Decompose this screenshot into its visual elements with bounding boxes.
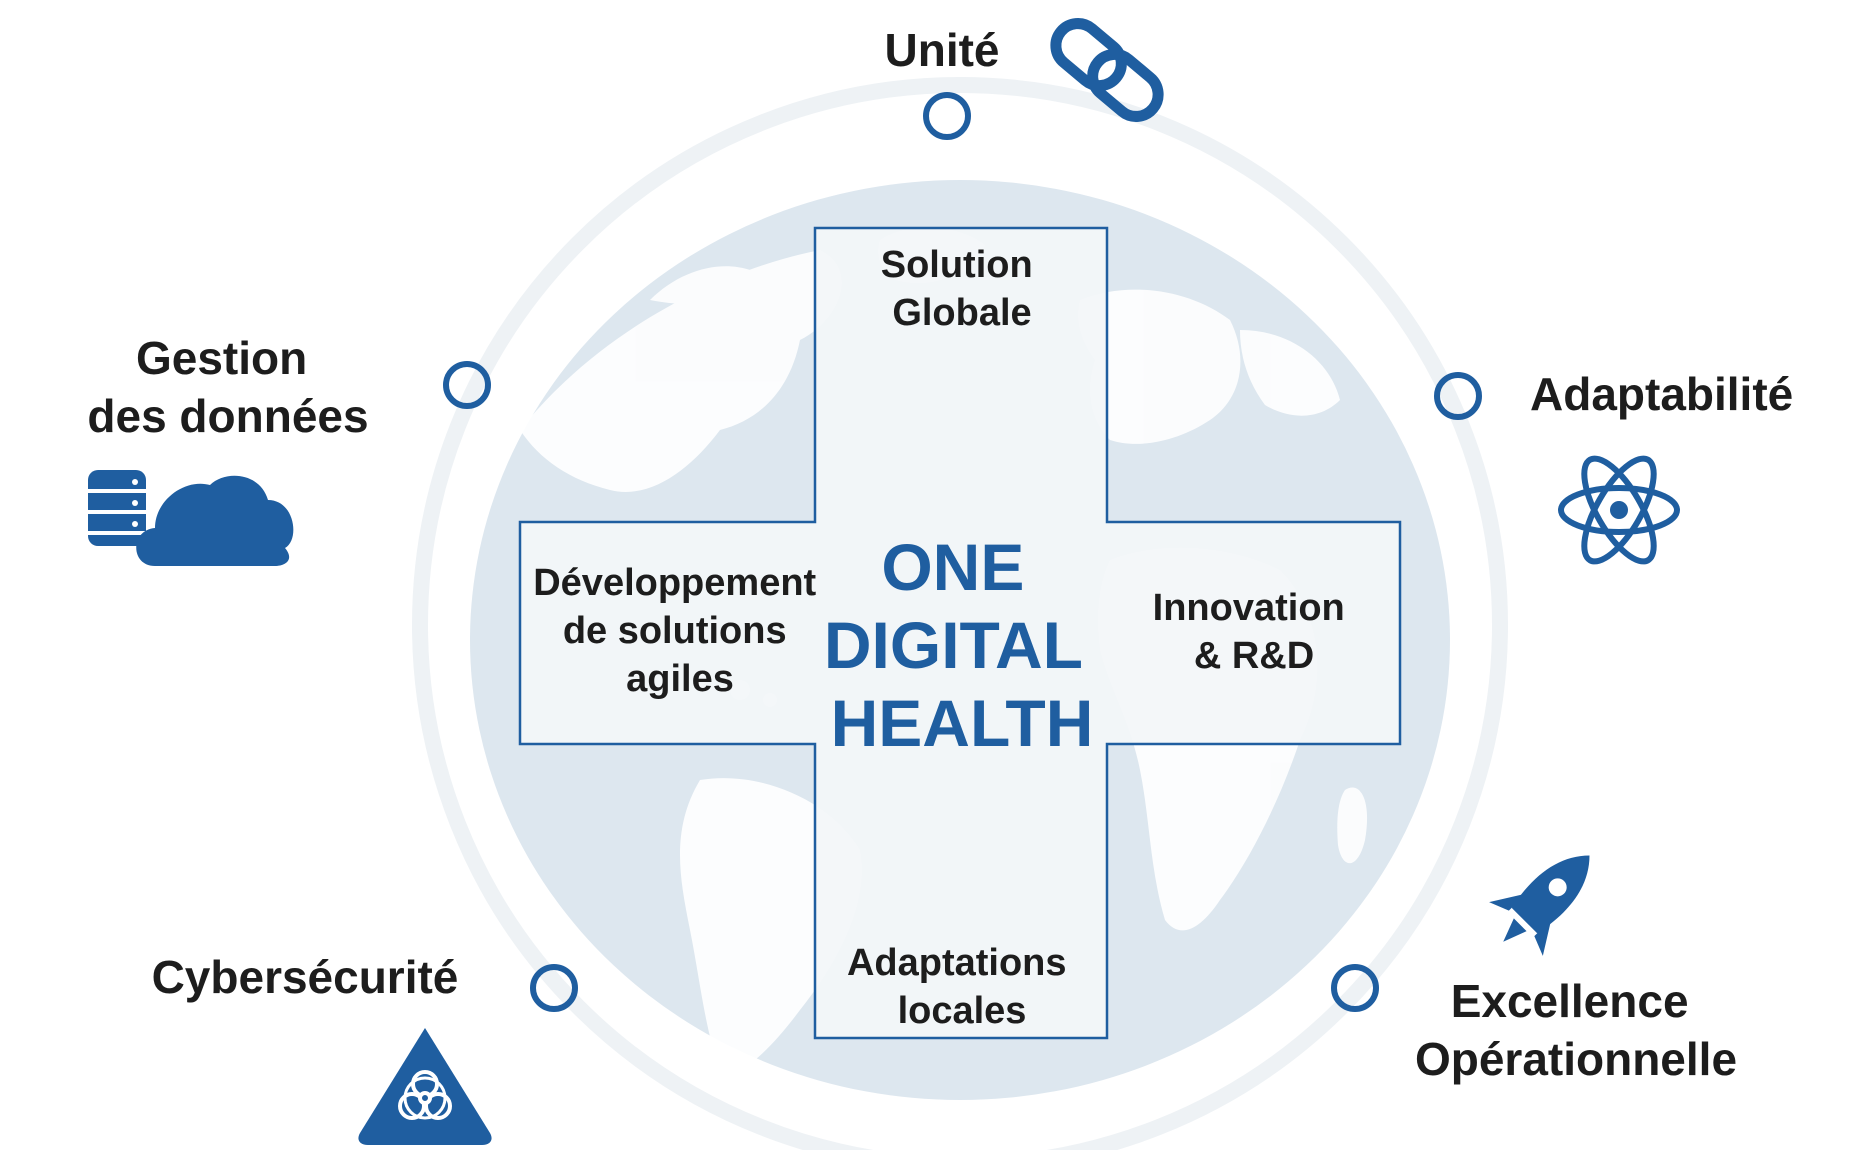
center-title-line-2: DIGITAL (824, 608, 1082, 682)
atom-icon (1558, 455, 1680, 565)
rocket-icon (1489, 855, 1590, 956)
center-title-line-3: HEALTH (831, 686, 1094, 760)
chain-link-icon (1050, 18, 1164, 122)
medical-cross (518, 226, 1402, 1040)
ring-node-unite (923, 92, 971, 140)
ring-node-excellence (1331, 964, 1379, 1012)
ring-node-cybersecurite (530, 964, 578, 1012)
pillar-adaptabilite-label: Adaptabilité (1530, 368, 1793, 420)
ring-node-gestion (443, 361, 491, 409)
database-cloud-icon (88, 470, 294, 566)
cross-bottom-label: Adaptations locales (847, 942, 1077, 1032)
cross-right-label: Innovation & R&D (1153, 587, 1356, 677)
cross-top-label: Solution Globale (881, 244, 1044, 334)
outer-ring (412, 77, 1508, 1150)
pillar-excellence-line-2: Opérationnelle (1415, 1033, 1737, 1085)
cross-bottom-line-2: locales (898, 990, 1027, 1032)
cross-right-line-1: Innovation (1153, 587, 1345, 629)
cross-left-line-2: de solutions (563, 610, 787, 652)
pillar-excellence-label: Excellence Opérationnelle (1415, 975, 1737, 1085)
pillar-excellence-line-1: Excellence (1451, 975, 1689, 1027)
cross-left-line-3: agiles (626, 658, 734, 700)
pillar-gestion-label: Gestion des données (87, 332, 368, 442)
pillar-gestion-line-2: des données (87, 390, 368, 442)
pillar-cybersecurite-label: Cybersécurité (152, 951, 459, 1003)
cross-top-line-2: Globale (892, 292, 1031, 334)
ring-node-adaptabilite (1434, 372, 1482, 420)
cross-left-line-1: Développement (533, 562, 816, 604)
biohazard-warning-icon (358, 1028, 492, 1145)
center-title-line-1: ONE (881, 530, 1024, 604)
pillar-gestion-line-1: Gestion (136, 332, 307, 384)
cross-left-label: Développement de solutions agiles (533, 562, 827, 700)
pillar-unite-label: Unité (885, 24, 1000, 76)
cross-top-line-1: Solution (881, 244, 1033, 286)
cross-right-line-2: & R&D (1194, 635, 1314, 677)
center-title: ONE DIGITAL HEALTH (824, 530, 1100, 760)
cross-bottom-line-1: Adaptations (847, 942, 1067, 984)
